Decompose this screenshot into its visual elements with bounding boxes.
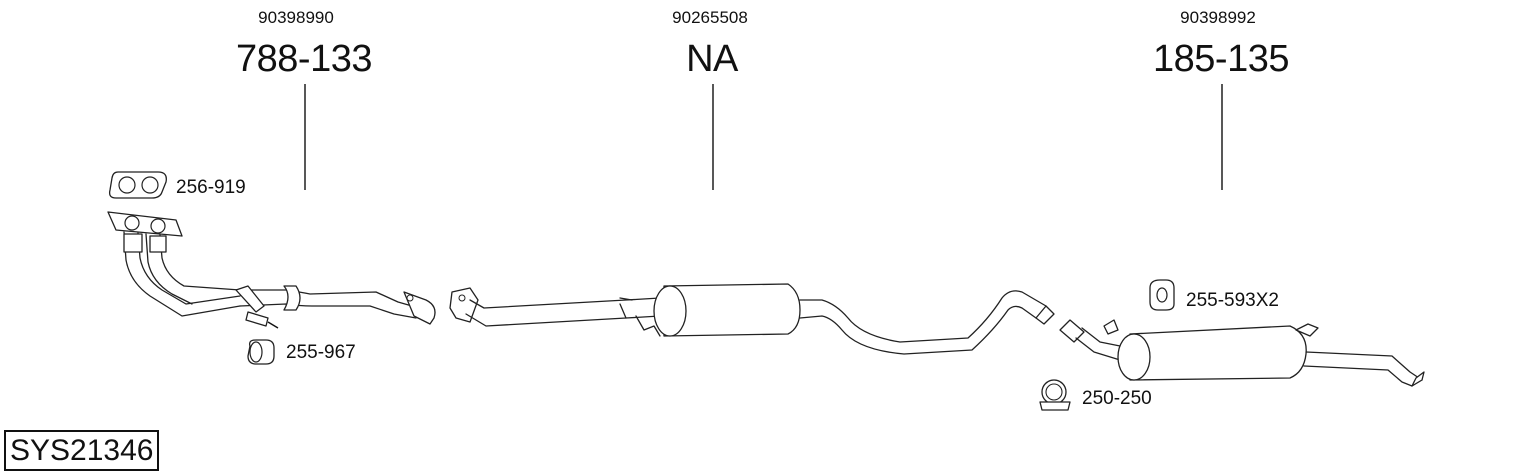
rear-silencer-drawing [1059, 319, 1425, 387]
front-pipe-drawing [107, 211, 436, 329]
part-number-middle-silencer: NA [686, 38, 738, 80]
oem-number-rear: 90398992 [1180, 8, 1256, 27]
clamp-icon [1039, 379, 1071, 411]
clamp-label: 250-250 [1082, 388, 1152, 409]
part-number-rear-silencer: 185-135 [1153, 38, 1289, 80]
gasket-icon [108, 171, 167, 199]
rubber-hanger-icon [1149, 279, 1175, 311]
oem-number-middle: 90265508 [672, 8, 748, 27]
rubber-mount-icon [247, 339, 275, 365]
middle-silencer-drawing [449, 283, 1055, 355]
part-number-front-pipe: 788-133 [236, 38, 372, 80]
oem-number-front: 90398990 [258, 8, 334, 27]
system-id-box: SYS21346 [4, 430, 160, 471]
rubber-mount-front-label: 255-967 [286, 342, 356, 363]
gasket-label: 256-919 [176, 177, 246, 198]
rubber-mount-rear-label: 255-593X2 [1186, 290, 1279, 311]
